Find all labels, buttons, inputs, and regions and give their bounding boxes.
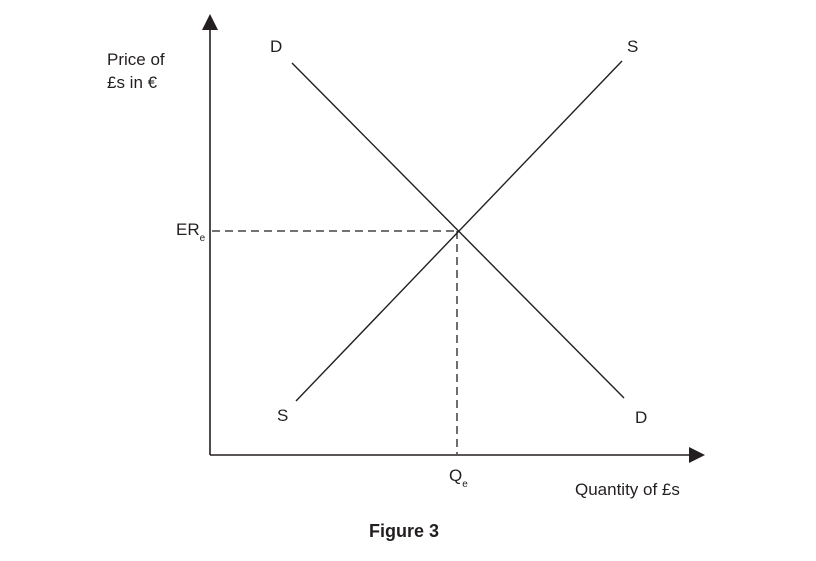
equilibrium-price-label: ERe bbox=[176, 219, 205, 250]
figure-caption: Figure 3 bbox=[369, 521, 440, 541]
x-axis-label: Quantity of £s bbox=[575, 480, 680, 499]
supply-bottom-label: S bbox=[277, 406, 289, 425]
y-axis-label-line2: £s in € bbox=[107, 73, 158, 92]
supply-top-label: S bbox=[627, 37, 639, 56]
q-text: Q bbox=[449, 466, 463, 485]
er-text: ER bbox=[176, 220, 200, 239]
demand-curve bbox=[291, 62, 625, 399]
supply-curve bbox=[295, 60, 623, 402]
demand-top-label: D bbox=[270, 37, 283, 56]
q-subscript: e bbox=[462, 479, 468, 490]
equilibrium-quantity-label: Qe bbox=[449, 465, 468, 496]
er-subscript: e bbox=[199, 233, 206, 244]
demand-bottom-label: D bbox=[635, 408, 648, 427]
y-axis-label-line1: Price of bbox=[107, 50, 165, 69]
